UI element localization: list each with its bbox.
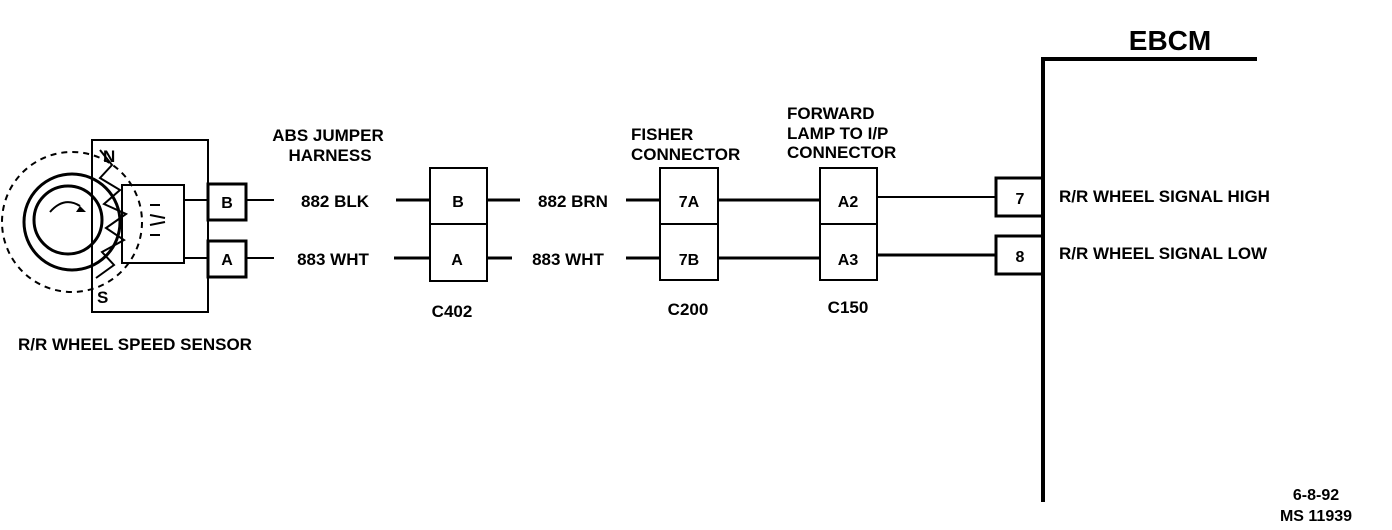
ebcm-signal-low: R/R WHEEL SIGNAL LOW — [1059, 244, 1268, 263]
ebcm-signal-high: R/R WHEEL SIGNAL HIGH — [1059, 187, 1270, 206]
sensor-pin-b-box — [206, 182, 248, 222]
wire-882-blk-label: 882 BLK — [301, 192, 370, 211]
c200-pin-7a: 7A — [679, 194, 700, 211]
c150-title-line3: CONNECTOR — [787, 143, 896, 162]
ebcm-pin-7: 7 — [1016, 191, 1025, 208]
rotation-arrowhead — [76, 206, 86, 212]
ebcm-pin-8: 8 — [1016, 249, 1025, 266]
wire-883-wht-label-1: 883 WHT — [297, 250, 369, 269]
sensor-label: R/R WHEEL SPEED SENSOR — [18, 335, 252, 354]
c150-title-line1: FORWARD — [787, 104, 875, 123]
c200-label: C200 — [668, 300, 709, 319]
c200-title-line1: FISHER — [631, 125, 693, 144]
c402-label: C402 — [432, 302, 473, 321]
c150-label: C150 — [828, 298, 869, 317]
c402-pin-b: B — [452, 194, 464, 211]
c150-pin-a3: A3 — [838, 252, 859, 269]
sensor-pin-b: B — [221, 195, 233, 212]
sensor-outer-ring — [22, 172, 122, 272]
rotation-arrow — [49, 201, 81, 213]
ebcm-pin-8-box — [994, 234, 1043, 276]
sensor-inner-ring — [32, 184, 104, 256]
c150-pin-a2: A2 — [838, 194, 859, 211]
connector-c150: FORWARD LAMP TO I/P CONNECTOR A2 A3 C150 — [787, 104, 896, 317]
ebcm-module: EBCM 7 8 R/R WHEEL SIGNAL HIGH R/R WHEEL… — [994, 25, 1270, 502]
connector-c402: B A C402 — [429, 167, 488, 321]
sensor-coil-icon — [149, 204, 166, 236]
footer-date: 6-8-92 — [1293, 487, 1339, 504]
c200-pin-7b: 7B — [679, 252, 699, 269]
ebcm-title: EBCM — [1129, 25, 1211, 56]
sensor-housing — [91, 139, 209, 313]
wire-882-brn-label: 882 BRN — [538, 192, 608, 211]
sensor-north-label: N — [103, 147, 115, 166]
harness-label-line1: ABS JUMPER — [272, 126, 383, 145]
footer-code: MS 11939 — [1280, 508, 1352, 525]
c200-title-line2: CONNECTOR — [631, 145, 740, 164]
connector-c200: FISHER CONNECTOR 7A 7B C200 — [631, 125, 740, 319]
sensor-tone-ring — [1, 151, 143, 293]
c402-pin-a: A — [451, 252, 463, 269]
sensor-south-label: S — [97, 288, 108, 307]
harness-label-line2: HARNESS — [288, 146, 371, 165]
ebcm-pin-7-box — [994, 176, 1043, 218]
wire-883-wht-label-2: 883 WHT — [532, 250, 604, 269]
sensor-pin-a: A — [221, 252, 233, 269]
c150-title-line2: LAMP TO I/P — [787, 124, 888, 143]
sensor-coil-frame — [121, 184, 185, 264]
wheel-speed-sensor: N S B A R/R WHEEL SPEED SENSOR — [1, 139, 252, 354]
sensor-magnet-zigzag — [95, 149, 129, 279]
